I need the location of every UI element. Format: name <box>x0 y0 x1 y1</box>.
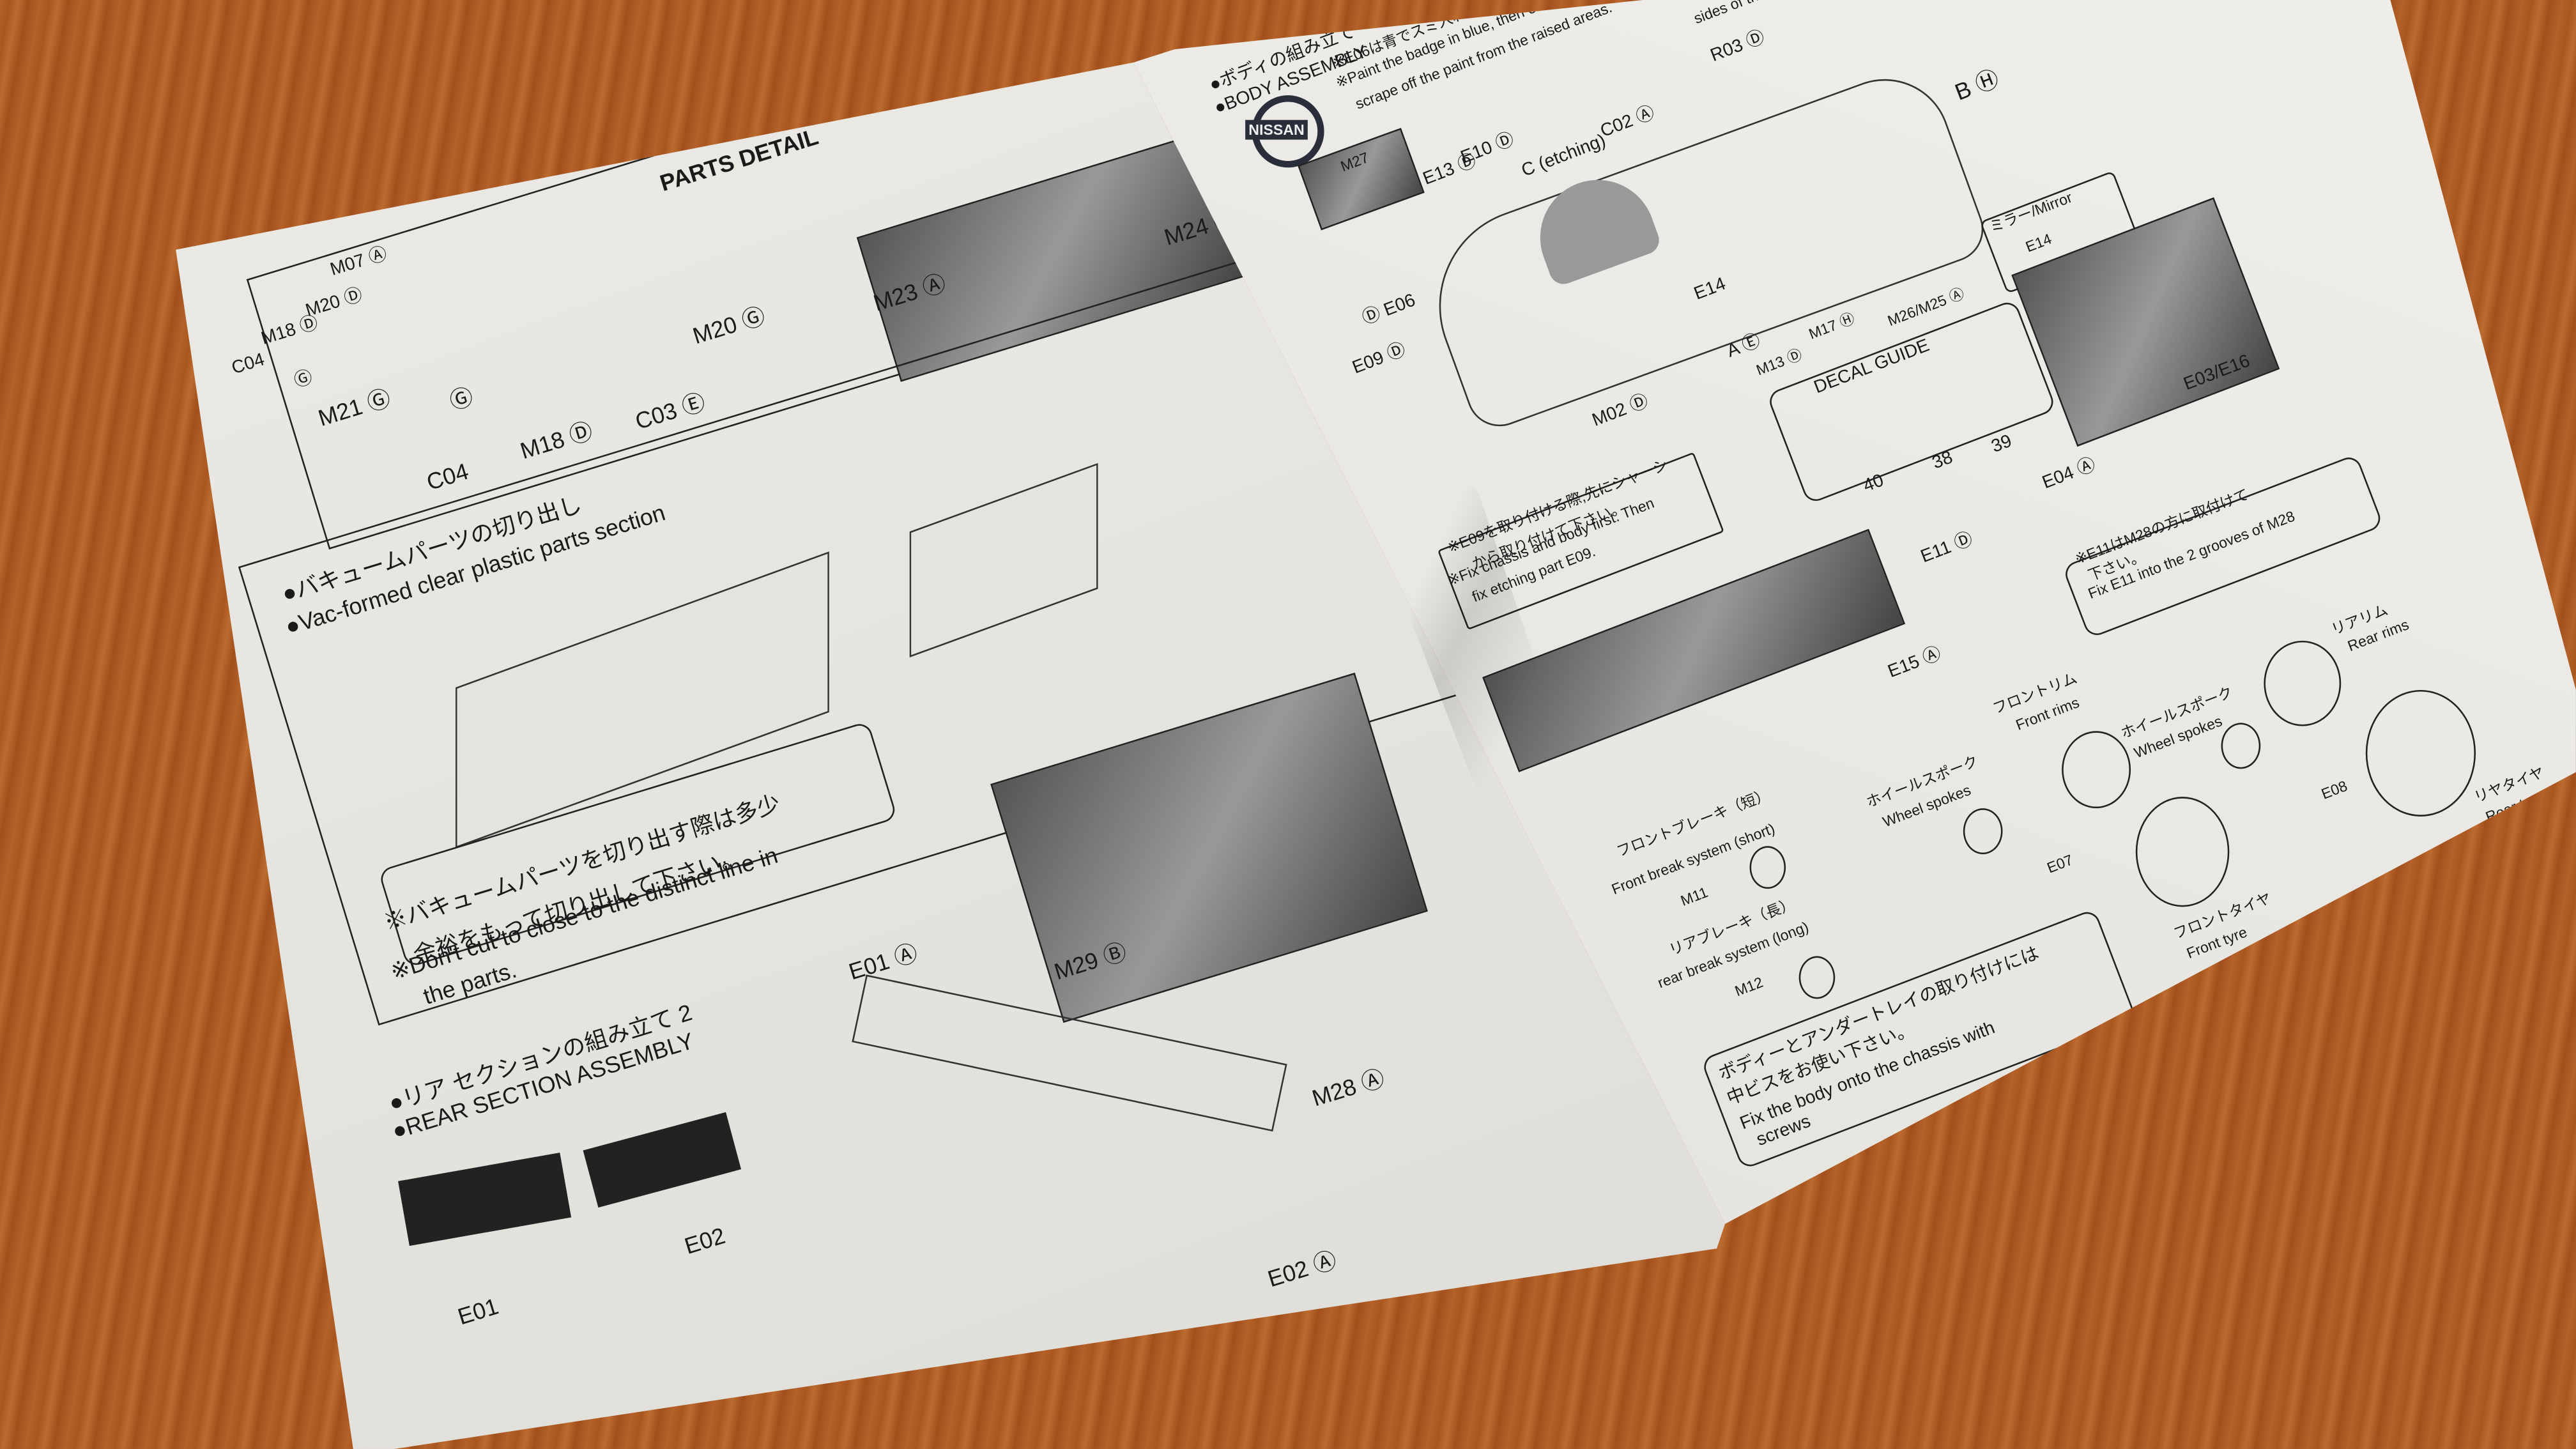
part-label: M13 Ⓓ <box>1754 346 1805 379</box>
part-label: M28 Ⓐ <box>1308 1064 1388 1112</box>
part-label: Ⓓ E06 <box>1360 291 1419 329</box>
front-tyre-drawing <box>2135 797 2230 907</box>
wheel-label: E07 <box>2044 851 2076 877</box>
nissan-logo: NISSAN <box>1245 95 1324 168</box>
part-label: E11 Ⓓ <box>1918 529 1976 567</box>
wheel-label: E08 <box>2319 778 2350 802</box>
endplate-drawing <box>583 1112 742 1208</box>
nissan-logo-text: NISSAN <box>1245 119 1308 140</box>
part-label: C (etching) <box>1519 131 1609 181</box>
wheel-spoke-drawing <box>1963 808 2003 855</box>
part-label: E02 <box>681 1222 728 1259</box>
decal-number: 39 <box>1989 431 2015 457</box>
part-label: E04 Ⓐ <box>2039 455 2099 494</box>
part-label: E01 <box>454 1292 502 1330</box>
rear-tyre-drawing <box>2365 689 2476 816</box>
part-label: M02 Ⓓ <box>1590 391 1652 431</box>
part-label: B Ⓗ <box>1951 65 2003 105</box>
front-rim-drawing <box>2062 731 2131 809</box>
wheel-label: フロントブレーキ（短） <box>1614 786 1772 860</box>
rear-rim-drawing <box>2264 640 2342 726</box>
part-label: E13 Ⓓ <box>1420 151 1480 190</box>
top-note: sides of the b <box>1691 0 1780 27</box>
endplate-drawing <box>398 1153 572 1246</box>
part-label: C04 <box>229 350 267 379</box>
part-label: E02 Ⓐ <box>1264 1246 1340 1292</box>
part-label: E15 Ⓐ <box>1885 644 1944 682</box>
decal-number: 38 <box>1929 448 1956 474</box>
part-label: M17 Ⓗ <box>1806 310 1857 342</box>
rear-brake-drawing <box>1798 956 1836 999</box>
wheel-label: M11 <box>1678 884 1710 910</box>
part-label: R03 Ⓓ <box>1708 27 1768 66</box>
part-label: C02 Ⓐ <box>1598 103 1658 142</box>
front-brake-drawing <box>1749 846 1786 889</box>
wheel-spoke-drawing <box>2221 723 2261 769</box>
part-label: E01 Ⓐ <box>845 939 921 985</box>
wheel-label: M12 <box>1732 974 1766 1000</box>
